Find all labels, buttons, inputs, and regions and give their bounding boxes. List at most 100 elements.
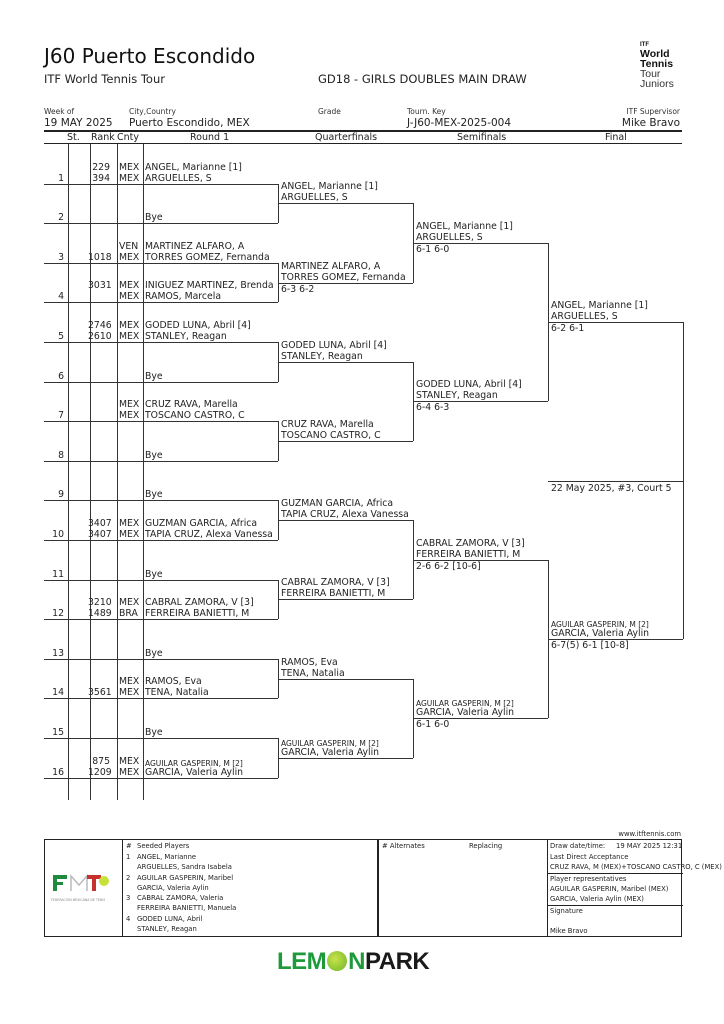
- sf-score: 6-4 6-3: [416, 402, 450, 414]
- player-name[interactable]: GARCIA, Valeria Aylin: [145, 766, 244, 778]
- qf-player[interactable]: RAMOS, Eva: [281, 656, 338, 668]
- qf-player[interactable]: GARCIA, Valeria Aylin: [281, 746, 380, 758]
- qf-player[interactable]: ANGEL, Marianne [1]: [281, 181, 378, 193]
- qf-line: [278, 678, 413, 680]
- player-name[interactable]: Bye: [145, 212, 163, 224]
- sf-line: [413, 243, 548, 244]
- website-link[interactable]: www.itftennis.com: [618, 830, 681, 838]
- player-name[interactable]: STANLEY, Reagan: [145, 331, 227, 342]
- rank: 1018: [88, 251, 112, 263]
- player-name[interactable]: Bye: [145, 449, 163, 461]
- fmt-logo-icon: [53, 874, 109, 891]
- draw-position: 5: [58, 331, 64, 342]
- slot-line: [44, 421, 278, 423]
- seed-player: AGUILAR GASPERIN, Maribel: [137, 873, 234, 882]
- winner-line: [548, 480, 683, 482]
- player-name[interactable]: CABRAL ZAMORA, V [3]: [145, 597, 254, 609]
- draw-datetime-value: 19 MAY 2025 12:31: [616, 842, 683, 850]
- player-name[interactable]: TENA, Natalia: [145, 687, 209, 699]
- finalist-player[interactable]: ARGUELLES, S: [551, 311, 618, 323]
- seeded-header: Seeded Players: [137, 842, 190, 850]
- player-name[interactable]: GUZMAN GARCIA, Africa: [145, 518, 258, 529]
- seed-player: GODED LUNA, Abril: [137, 914, 203, 923]
- finalist-player[interactable]: ANGEL, Marianne [1]: [551, 300, 648, 312]
- slot-line: [44, 223, 278, 225]
- draw-position: 4: [58, 291, 64, 303]
- qf-player[interactable]: TAPIA CRUZ, Alexa Vanessa: [281, 509, 409, 521]
- country: MEX: [119, 766, 140, 778]
- week-value: 19 MAY 2025: [44, 117, 113, 129]
- column-header-divider: [44, 143, 682, 144]
- player-name[interactable]: TOSCANO CASTRO, C: [145, 410, 245, 422]
- country: MEX: [119, 410, 140, 422]
- sf-player[interactable]: FERREIRA BANIETTI, M: [416, 548, 521, 560]
- qf-player[interactable]: TORRES GOMEZ, Fernanda: [281, 271, 406, 283]
- slot-line: [44, 777, 278, 779]
- country: MEX: [119, 399, 140, 411]
- player-name[interactable]: Bye: [145, 370, 163, 382]
- seed-player: STANLEY, Reagan: [137, 924, 197, 933]
- country: MEX: [119, 676, 140, 688]
- supervisor-label: ITF Supervisor: [626, 107, 680, 116]
- player-name[interactable]: TAPIA CRUZ, Alexa Vanessa: [145, 529, 273, 540]
- sf-player[interactable]: STANLEY, Reagan: [416, 390, 498, 402]
- qf-score: 6-3 6-2: [281, 283, 315, 295]
- tournament-title: J60 Puerto Escondido: [44, 44, 256, 68]
- player-name[interactable]: MARTINEZ ALFARO, A: [145, 240, 245, 252]
- qf-player[interactable]: STANLEY, Reagan: [281, 350, 363, 362]
- sf-player[interactable]: CABRAL ZAMORA, V [3]: [416, 537, 525, 549]
- draw-position: 16: [52, 766, 64, 778]
- qf-player[interactable]: CRUZ RAVA, Marella: [281, 419, 374, 430]
- bracket-connector: [548, 559, 549, 719]
- qf-player[interactable]: ARGUELLES, S: [281, 192, 348, 204]
- seed-player: ARGUELLES, Sandra Isabela: [137, 863, 232, 871]
- country: MEX: [119, 291, 140, 303]
- player-name[interactable]: Bye: [145, 647, 163, 659]
- draw-datetime-label: Draw date/time:: [550, 842, 606, 850]
- rank: 3407: [88, 518, 112, 529]
- player-name[interactable]: ANGEL, Marianne [1]: [145, 161, 242, 173]
- sf-player[interactable]: GODED LUNA, Abril [4]: [416, 379, 522, 391]
- bracket-connector: [683, 322, 684, 639]
- slot-line: [44, 738, 278, 739]
- tourn-key-label: Tourn. Key: [407, 107, 446, 116]
- sf-player[interactable]: ANGEL, Marianne [1]: [416, 221, 513, 232]
- qf-player[interactable]: CABRAL ZAMORA, V [3]: [281, 577, 390, 589]
- seed-number: 1: [126, 853, 131, 861]
- player-name[interactable]: CRUZ RAVA, Marella: [145, 399, 238, 411]
- qf-player[interactable]: MARTINEZ ALFARO, A: [281, 260, 381, 272]
- player-name[interactable]: RAMOS, Marcela: [145, 291, 222, 303]
- draw-position: 12: [52, 608, 64, 620]
- slot-line: [44, 579, 278, 581]
- sf-line: [413, 401, 548, 403]
- slot-line: [44, 262, 278, 264]
- qf-player[interactable]: GODED LUNA, Abril [4]: [281, 339, 387, 351]
- player-name[interactable]: Bye: [145, 489, 163, 501]
- qf-player[interactable]: TOSCANO CASTRO, C: [281, 430, 381, 441]
- player-name[interactable]: FERREIRA BANIETTI, M: [145, 608, 250, 620]
- player-name[interactable]: Bye: [145, 568, 163, 580]
- player-name[interactable]: AGUILAR GASPERIN, M [2]: [145, 758, 243, 768]
- player-name[interactable]: Bye: [145, 727, 163, 738]
- qf-player[interactable]: GUZMAN GARCIA, Africa: [281, 498, 394, 510]
- seed-player: FERREIRA BANIETTI, Manuela: [137, 904, 237, 912]
- sf-score: 2-6 6-2 [10-6]: [416, 560, 481, 572]
- rank: 229: [92, 161, 110, 173]
- finalist-player[interactable]: AGUILAR GASPERIN, M [2]: [551, 620, 649, 629]
- player-name[interactable]: INIGUEZ MARTINEZ, Brenda: [145, 280, 274, 292]
- player-name[interactable]: ARGUELLES, S: [145, 172, 212, 184]
- qf-player[interactable]: TENA, Natalia: [281, 667, 345, 679]
- footer-panel: FEDERACIÓN MEXICANA DE TENIS # Seeded Pl…: [44, 839, 722, 937]
- sf-player[interactable]: GARCIA, Valeria Aylin: [416, 707, 515, 719]
- player-name[interactable]: RAMOS, Eva: [145, 676, 202, 688]
- qf-player[interactable]: AGUILAR GASPERIN, M [2]: [281, 738, 379, 748]
- sf-player[interactable]: ARGUELLES, S: [416, 232, 483, 243]
- qf-player[interactable]: FERREIRA BANIETTI, M: [281, 588, 386, 600]
- rank: 1209: [88, 766, 112, 778]
- footer-divider: [547, 873, 683, 874]
- tourn-key-value: J-J60-MEX-2025-004: [407, 117, 512, 129]
- player-name[interactable]: GODED LUNA, Abril [4]: [145, 320, 251, 331]
- player-name[interactable]: TORRES GOMEZ, Fernanda: [145, 251, 270, 263]
- sf-player[interactable]: AGUILAR GASPERIN, M [2]: [416, 699, 514, 709]
- finalist-player[interactable]: GARCIA, Valeria Aylin: [551, 628, 650, 639]
